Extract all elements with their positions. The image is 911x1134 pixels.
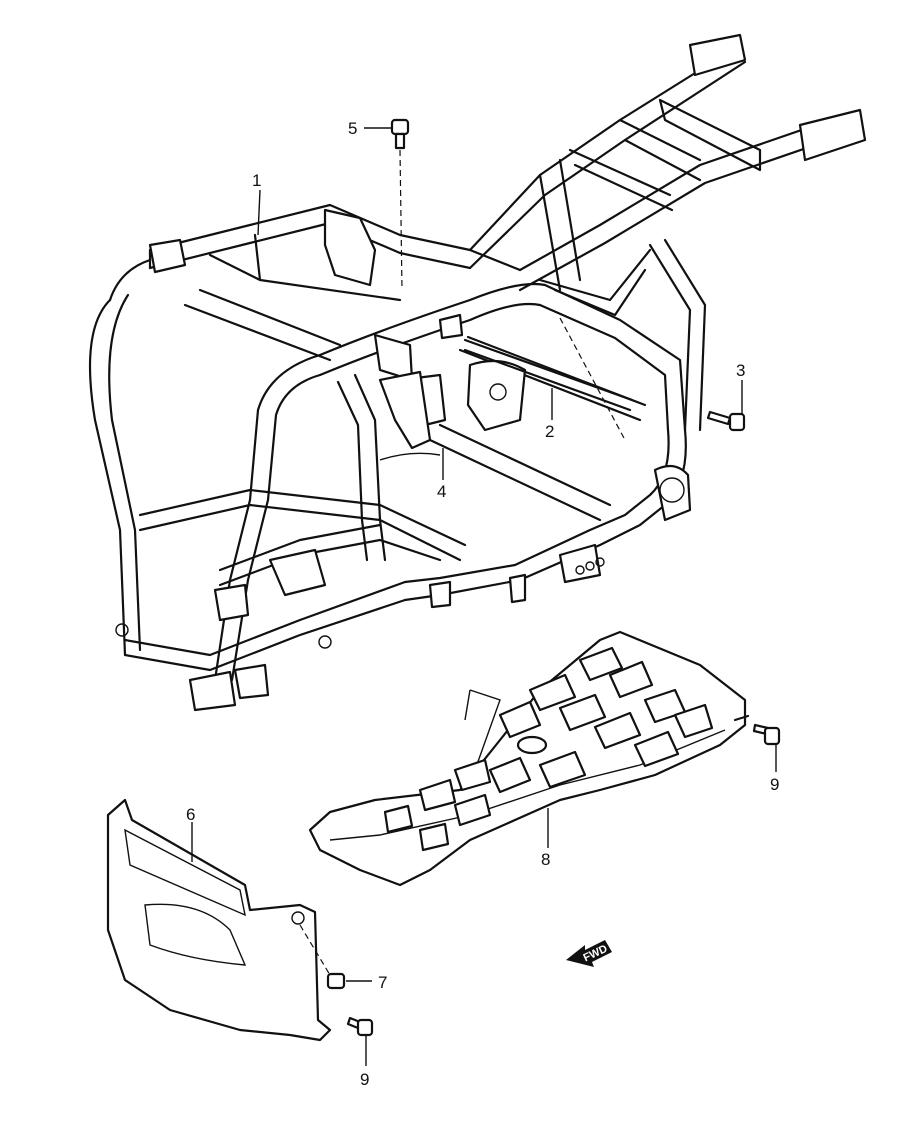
- callout-9-guard: 9: [360, 1070, 369, 1089]
- callout-9-skid: 9: [770, 775, 779, 794]
- leader-lines: [191, 127, 777, 1066]
- bolt-9-skid: [752, 723, 781, 746]
- fwd-label: FWD: [582, 943, 610, 964]
- callout-2: 2: [545, 422, 554, 441]
- bolt-7: [326, 972, 346, 990]
- bolt-5: [390, 118, 410, 291]
- callout-8: 8: [541, 850, 550, 869]
- callout-labels: 1 2 3 4 5 6 7 8 9 9: [186, 119, 779, 1089]
- bracket-4: [378, 370, 441, 461]
- callout-3: 3: [736, 361, 745, 380]
- skid-plate: [308, 630, 750, 887]
- callout-4: 4: [437, 482, 446, 501]
- callout-7: 7: [378, 973, 387, 992]
- bolt-3: [706, 410, 746, 432]
- callout-5: 5: [348, 119, 357, 138]
- frame-assembly: [88, 33, 867, 712]
- callout-1: 1: [252, 171, 261, 190]
- callout-6: 6: [186, 805, 195, 824]
- cross-bar: [463, 317, 634, 441]
- bolt-9-guard: [346, 1016, 374, 1037]
- forward-arrow-icon: FWD: [566, 940, 612, 967]
- front-guard: [106, 798, 332, 1042]
